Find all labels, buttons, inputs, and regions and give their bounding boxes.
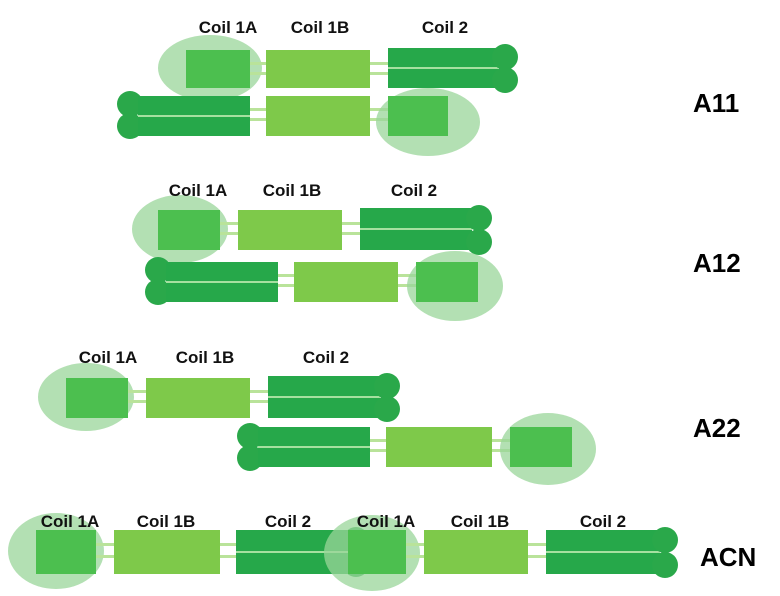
coil-label: Coil 1A — [357, 512, 416, 531]
c-terminal-globe — [466, 205, 492, 231]
linker — [128, 400, 146, 403]
coil-1b-segment — [238, 210, 342, 250]
coil-1a-segment — [416, 262, 478, 302]
coil-label: Coil 1A — [41, 512, 100, 531]
linker — [342, 232, 360, 235]
linker — [398, 274, 416, 277]
linker — [250, 390, 268, 393]
linker — [278, 274, 294, 277]
coil-label: Coil 2 — [265, 512, 311, 531]
strand-top — [132, 195, 492, 263]
coil-1b-segment — [386, 427, 492, 467]
linker — [398, 284, 416, 287]
strand-bottom — [117, 88, 480, 156]
linker — [250, 400, 268, 403]
linker — [370, 62, 388, 65]
linker — [370, 72, 388, 75]
coil-1b-segment — [424, 530, 528, 574]
linker — [220, 543, 236, 546]
strand-right — [324, 515, 678, 591]
coil-label: Coil 1B — [451, 512, 510, 531]
coil-label: Coil 1A — [199, 18, 258, 37]
coil-label: Coil 1A — [79, 348, 138, 367]
linker — [342, 222, 360, 225]
linker — [250, 108, 266, 111]
coil-label: Coil 2 — [391, 181, 437, 200]
linker — [96, 555, 114, 558]
row-label: A12 — [693, 248, 741, 278]
linker — [370, 108, 388, 111]
c-terminal-globe — [492, 44, 518, 70]
row-label: ACN — [700, 542, 756, 572]
coil-1a-segment — [186, 50, 250, 88]
coil-1b-segment — [266, 50, 370, 88]
c-terminal-globe — [117, 91, 143, 117]
c-terminal-globe — [466, 229, 492, 255]
c-terminal-globe — [652, 552, 678, 578]
linker — [406, 555, 424, 558]
row-label: A22 — [693, 413, 741, 443]
coil-1b-segment — [266, 96, 370, 136]
c-terminal-globe — [374, 373, 400, 399]
c-terminal-globe — [237, 423, 263, 449]
row-a22: Coil 1A Coil 1B Coil 2 A22 — [38, 348, 741, 485]
coil-1a-segment — [158, 210, 220, 250]
linker — [492, 439, 510, 442]
strand-bottom — [237, 413, 596, 485]
linker — [250, 72, 266, 75]
coil-1a-segment — [66, 378, 128, 418]
c-terminal-globe — [492, 67, 518, 93]
linker — [370, 449, 386, 452]
linker — [220, 555, 236, 558]
linker — [220, 222, 238, 225]
coil-1a-segment — [510, 427, 572, 467]
linker — [278, 284, 294, 287]
row-a12: Coil 1A Coil 1B Coil 2 A12 — [132, 181, 741, 321]
coil-label: Coil 1B — [263, 181, 322, 200]
coil-label: Coil 1B — [291, 18, 350, 37]
c-terminal-globe — [145, 279, 171, 305]
row-a11: Coil 1A Coil 1B Coil 2 A11 — [117, 18, 739, 156]
linker — [220, 232, 238, 235]
linker — [406, 543, 424, 546]
coil-1b-segment — [114, 530, 220, 574]
c-terminal-globe — [237, 445, 263, 471]
coil-label: Coil 1A — [169, 181, 228, 200]
c-terminal-globe — [374, 396, 400, 422]
c-terminal-globe — [117, 113, 143, 139]
linker — [96, 543, 114, 546]
strand-bottom — [145, 251, 503, 321]
linker — [528, 543, 546, 546]
row-acn: Coil 1A Coil 1B Coil 2 Coil 1A Coil 1B C… — [8, 512, 756, 591]
linker — [128, 390, 146, 393]
linker — [250, 118, 266, 121]
linker — [370, 439, 386, 442]
linker — [528, 555, 546, 558]
coil-1a-segment — [36, 530, 96, 574]
row-label: A11 — [693, 88, 739, 118]
c-terminal-globe — [145, 257, 171, 283]
coil-label: Coil 2 — [303, 348, 349, 367]
strand-top — [38, 363, 400, 431]
coil-label: Coil 1B — [137, 512, 196, 531]
linker — [250, 62, 266, 65]
coil-1b-segment — [294, 262, 398, 302]
coil-1a-segment — [388, 96, 448, 136]
coil-1b-segment — [146, 378, 250, 418]
coil-label: Coil 2 — [580, 512, 626, 531]
c-terminal-globe — [652, 527, 678, 553]
coil-label: Coil 1B — [176, 348, 235, 367]
coil-label: Coil 2 — [422, 18, 468, 37]
strand-top — [158, 35, 518, 101]
coil-1a-segment — [348, 530, 406, 574]
